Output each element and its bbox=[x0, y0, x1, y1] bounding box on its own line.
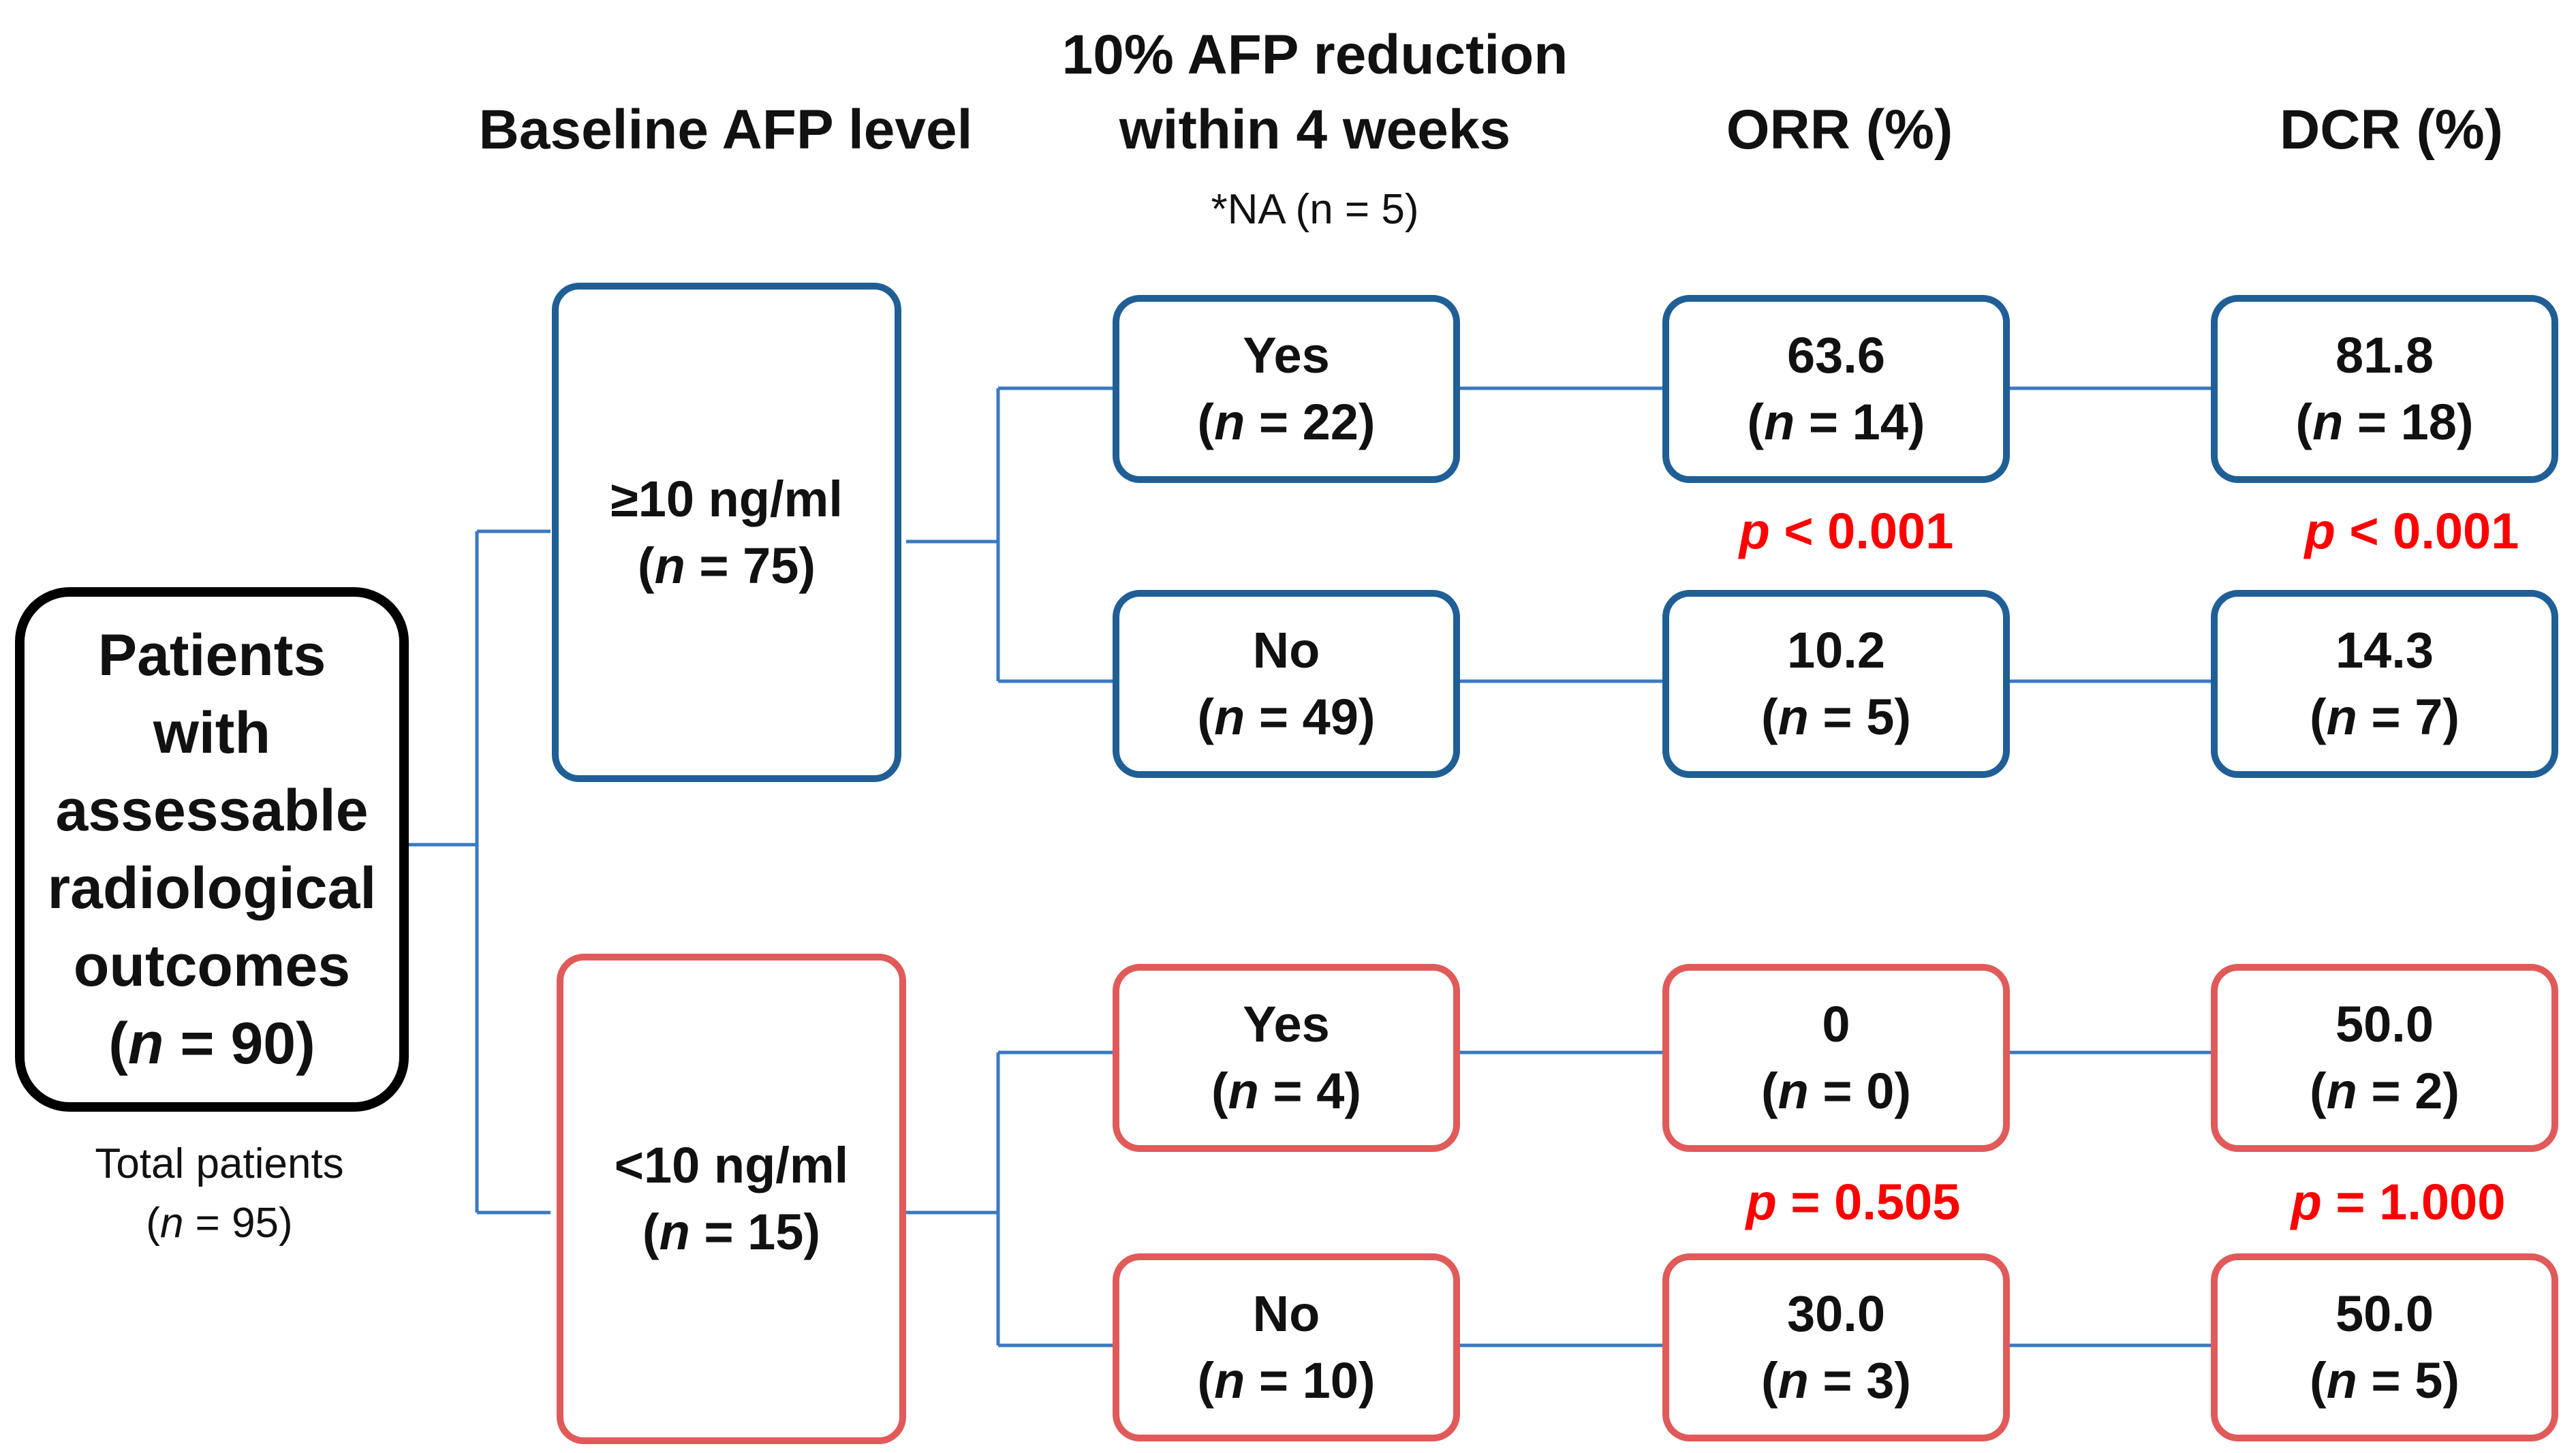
root-line: radiological bbox=[47, 856, 377, 921]
high-yes-orr-box: 63.6 (n = 14) bbox=[1662, 295, 2010, 483]
high-no-dcr-box: 14.3 (n = 7) bbox=[2211, 590, 2558, 778]
total-patients-n: (n = 95) bbox=[146, 1200, 293, 1247]
root-patients-box: Patients with assessable radiological ou… bbox=[15, 587, 409, 1112]
header-orr: ORR (%) bbox=[1726, 99, 1953, 161]
header-reduction-note: *NA (n = 5) bbox=[1211, 186, 1419, 233]
high-orr-p-value: p < 0.001 bbox=[1739, 503, 1954, 559]
header-reduction-line2: within 4 weeks bbox=[1119, 99, 1511, 161]
header-dcr: DCR (%) bbox=[2280, 99, 2503, 161]
baseline-high-n: (n = 75) bbox=[637, 537, 816, 594]
baseline-low-box: <10 ng/ml (n = 15) bbox=[557, 954, 906, 1444]
low-yes-box: Yes (n = 4) bbox=[1113, 964, 1460, 1152]
header-reduction-line1: 10% AFP reduction bbox=[1061, 24, 1568, 86]
root-line: Patients bbox=[97, 623, 326, 688]
root-n: (n = 90) bbox=[108, 1011, 315, 1076]
root-line: with bbox=[153, 700, 270, 766]
low-yes-orr-box: 0 (n = 0) bbox=[1662, 964, 2010, 1152]
high-dcr-p-value: p < 0.001 bbox=[2304, 503, 2519, 559]
high-yes-box: Yes (n = 22) bbox=[1113, 295, 1460, 483]
high-no-box: No (n = 49) bbox=[1113, 590, 1460, 778]
baseline-high-label: ≥10 ng/ml bbox=[610, 470, 843, 527]
low-orr-p-value: p = 0.505 bbox=[1745, 1174, 1961, 1230]
high-yes-dcr-box: 81.8 (n = 18) bbox=[2211, 295, 2558, 483]
root-line: outcomes bbox=[73, 933, 351, 999]
low-yes-dcr-box: 50.0 (n = 2) bbox=[2211, 964, 2558, 1152]
low-no-box: No (n = 10) bbox=[1113, 1253, 1460, 1441]
low-no-dcr-box: 50.0 (n = 5) bbox=[2211, 1253, 2558, 1441]
root-line: assessable bbox=[55, 778, 369, 843]
high-no-orr-box: 10.2 (n = 5) bbox=[1662, 590, 2010, 778]
header-baseline: Baseline AFP level bbox=[478, 99, 973, 161]
baseline-low-n: (n = 15) bbox=[642, 1204, 821, 1260]
baseline-high-box: ≥10 ng/ml (n = 75) bbox=[552, 283, 901, 782]
total-patients-label: Total patients bbox=[95, 1140, 344, 1187]
low-dcr-p-value: p = 1.000 bbox=[2291, 1174, 2506, 1230]
baseline-low-label: <10 ng/ml bbox=[614, 1137, 849, 1193]
low-no-orr-box: 30.0 (n = 3) bbox=[1662, 1253, 2010, 1441]
